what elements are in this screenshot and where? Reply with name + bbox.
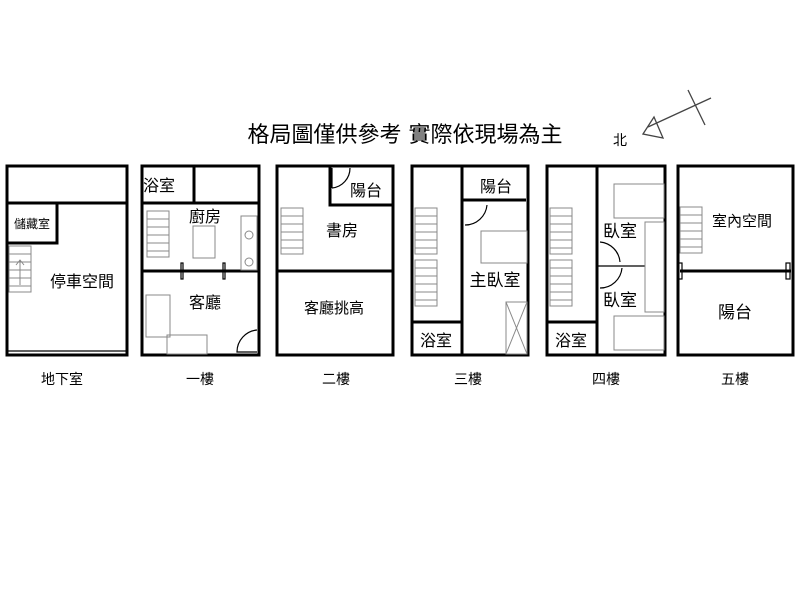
floor-label: 三樓 (454, 372, 482, 388)
stairs-icon (146, 210, 170, 258)
title: 格局圖僅供參考 實際依現場為主 (248, 123, 563, 148)
closet-icon (505, 301, 528, 355)
floor-label: 五樓 (721, 372, 749, 388)
room-label: 浴室 (420, 331, 452, 350)
stairs-icon (549, 207, 573, 255)
room-label: 陽台 (350, 181, 382, 200)
room-label: 書房 (326, 221, 358, 240)
room-label: 儲藏室 (14, 216, 50, 231)
bed-icon (480, 230, 528, 264)
floor-3: 陽台 主臥室 浴室 三樓 (410, 164, 530, 388)
room-label: 室內空間 (712, 212, 772, 230)
room-label: 客廳挑高 (304, 299, 364, 317)
room-label: 浴室 (555, 331, 587, 350)
closet-icon (644, 221, 665, 313)
floor-label: 一樓 (186, 372, 214, 388)
room-label: 停車空間 (50, 272, 114, 291)
bed-icon (613, 315, 665, 351)
room-label: 浴室 (143, 176, 175, 195)
door-icon (236, 329, 258, 353)
room-label: 客廳 (189, 293, 221, 312)
stairs-icon (679, 206, 703, 254)
stairs-icon (280, 207, 304, 255)
room-label: 陽台 (718, 303, 752, 323)
floor-basement: 儲藏室 停車空間 地下室 (5, 164, 129, 388)
room-label: 臥室 (603, 222, 637, 242)
floor-5: 室內空間 陽台 五樓 (676, 164, 795, 388)
room-label: 主臥室 (470, 271, 521, 291)
stairs-icon (414, 207, 438, 255)
floor-label: 四樓 (592, 372, 620, 388)
floor-1: 浴室 廚房 客廳 一樓 (140, 164, 261, 388)
stairs-icon (414, 259, 438, 307)
bed-icon (613, 183, 665, 219)
room-label: 廚房 (189, 207, 221, 226)
room-label: 臥室 (603, 291, 637, 311)
stove-icon (240, 215, 258, 271)
sofa-icon (145, 294, 171, 338)
floor-label: 二樓 (322, 372, 350, 388)
dining-table-icon (192, 225, 216, 259)
floor-2: 陽台 書房 客廳挑高 二樓 (275, 164, 395, 388)
compass-label: 北 (613, 133, 627, 149)
stairs-icon (549, 259, 573, 307)
north-compass-icon: 北 (613, 89, 712, 149)
floor-label: 地下室 (41, 371, 83, 388)
room-label: 陽台 (480, 177, 512, 196)
floor-4: 臥室 臥室 浴室 四樓 (545, 164, 667, 388)
